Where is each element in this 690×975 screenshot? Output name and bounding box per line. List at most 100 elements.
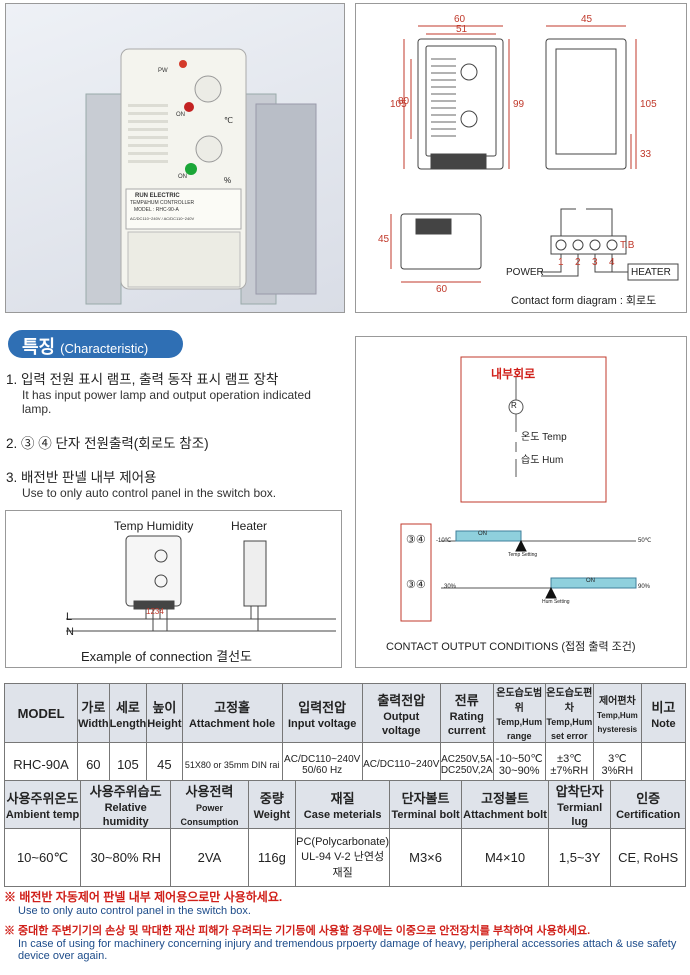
t1-height: 45: [146, 742, 183, 787]
dim-h105: 105: [390, 99, 407, 110]
contact-output-panel: 내부회로 R 온도 Temp 습도 Hum ③④ ③④ -10℃ 50℃ ON …: [355, 336, 687, 668]
dim-h80: 80: [398, 96, 410, 107]
contact-terms-2: ③④: [406, 579, 426, 591]
hum-dial-icon: [195, 135, 223, 163]
feature-item-1-kr: 1. 입력 전원 표시 램프, 출력 동작 표시 램프 장착: [6, 372, 279, 387]
feature-item-2-kr: 2. ③ ④ 단자 전원출력(회로도 참조): [6, 436, 209, 451]
table-row: RHC-90A 60 105 45 51X80 or 35mm DIN rai …: [3, 742, 687, 787]
connection-panel: Temp Humidity Heater L N 1234 Example of…: [5, 510, 342, 668]
t2-lug: 1,5~3Y: [547, 828, 612, 887]
conn-caption: Example of connection 결선도: [81, 649, 253, 664]
conn-l: L: [66, 611, 73, 623]
dim-h99: 99: [513, 99, 525, 110]
contact-svg: [400, 356, 637, 622]
t2-weight: 116g: [247, 828, 297, 887]
t1-hole: 51X80 or 35mm DIN rai: [181, 742, 283, 787]
contact-form-caption: Contact form diagram : 회로도: [511, 295, 657, 307]
table-row: 10~60℃ 30~80% RH 2VA 116g PC(Polycarbona…: [3, 828, 686, 887]
pw-lamp-icon: [179, 60, 187, 68]
temp-switch-label: 온도 Temp: [521, 432, 567, 443]
controller-illustration: [85, 48, 317, 305]
t2-attach: M4×10: [461, 828, 549, 887]
pw-label: PW: [158, 68, 168, 74]
term-2: 2: [575, 257, 581, 268]
t1-current: AC250V,5A DC250V,2A: [439, 742, 494, 787]
pct-unit: %: [224, 176, 232, 185]
row1-left: -10℃: [436, 538, 452, 544]
photo-io: AC/DC110~240V / AC/DC110~240V: [130, 216, 195, 221]
row1-setting: Temp Setting: [508, 552, 538, 558]
photo-brand: RUN ELECTRIC: [135, 193, 180, 199]
dim-b45: 45: [378, 234, 390, 245]
conn-label-heater: Heater: [231, 519, 268, 533]
dim-w60: 60: [454, 14, 466, 25]
note-1-kr: ※ 배전반 자동제어 판넬 내부 제어용으로만 사용하세요.: [4, 890, 283, 904]
t1-hysteresis: 3℃ 3%RH: [592, 742, 642, 787]
photo-product: TEMP&HUM CONTROLLER: [130, 200, 195, 206]
note-1-en: Use to only auto control panel in the sw…: [18, 905, 251, 917]
t2-terminal: M3×6: [389, 828, 463, 887]
note-2-en: In case of using for machinery concernin…: [18, 938, 677, 962]
t2-humidity: 30~80% RH: [80, 828, 172, 887]
term-1: 1: [558, 257, 564, 268]
tb-label: T.B: [620, 240, 635, 251]
row2-on: ON: [586, 578, 595, 584]
t1-length: 105: [108, 742, 148, 787]
feature-title: 특징 (Characteristic): [8, 330, 183, 358]
on-label-hum: ON: [178, 174, 187, 180]
power-label: POWER: [506, 267, 544, 278]
feature-item-3-en: Use to only auto control panel in the sw…: [22, 486, 277, 500]
h1-model: MODEL: [3, 683, 79, 743]
feature-item-2: 2. ③ ④ 단자 전원출력(회로도 참조): [6, 432, 209, 452]
t1-input: AC/DC110~240V 50/60 Hz: [281, 742, 363, 787]
feature-item-1-en: It has input power lamp and output opera…: [22, 388, 311, 416]
t1-range: -10~50℃ 30~90%: [492, 742, 546, 787]
row2-setting: Hum Setting: [542, 599, 570, 605]
feature-item-3: 3. 배전반 판넬 내부 제어용 Use to only auto contro…: [6, 466, 276, 500]
temp-dial-icon: [194, 75, 222, 103]
dim-h33: 33: [640, 149, 652, 160]
term-3: 3: [592, 257, 598, 268]
feature-item-3-kr: 3. 배전반 판넬 내부 제어용: [6, 470, 157, 485]
product-photo: PW ON ON ℃ % RUN ELECTRIC TEMP&HUM CONTR…: [5, 3, 345, 313]
dim-w45: 45: [581, 14, 593, 25]
t2-power: 2VA: [170, 828, 249, 887]
t2-ambient: 10~60℃: [3, 828, 82, 887]
hum-switch-label: 습도 Hum: [521, 455, 564, 466]
note-1: ※ 배전반 자동제어 판넬 내부 제어용으로만 사용하세요. Use to on…: [4, 888, 282, 917]
connection-svg: [66, 535, 336, 632]
note-2: ※ 중대한 주변기기의 손상 및 막대한 재산 피해가 우려되는 기기등에 사용…: [4, 922, 688, 962]
t2-material: PC(Polycarbonate) UL-94 V-2 난연성 재질: [295, 828, 391, 887]
heater-label: HEATER: [631, 267, 671, 278]
temp-lamp-icon: [184, 102, 194, 112]
contact-caption: CONTACT OUTPUT CONDITIONS (접점 출력 조건): [386, 641, 636, 653]
row2-right: 90%: [638, 584, 651, 590]
photo-model: MODEL : RHC-90-A: [134, 207, 179, 213]
feature-title-kr: 특징: [22, 337, 56, 357]
conn-label-th: Temp Humidity: [114, 519, 194, 533]
deg-unit: ℃: [224, 116, 233, 125]
t2-cert: CE, RoHS: [610, 828, 686, 887]
feature-item-1: 1. 입력 전원 표시 램프, 출력 동작 표시 램프 장착 It has in…: [6, 368, 326, 416]
on-label-temp: ON: [176, 112, 185, 118]
